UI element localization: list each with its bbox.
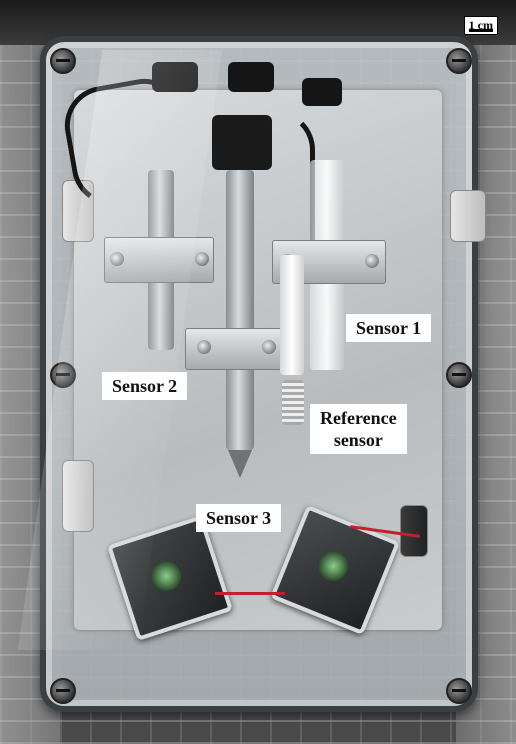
- label-sensor-2: Sensor 2: [102, 372, 188, 400]
- corner-screw: [50, 48, 76, 74]
- corner-screw: [50, 678, 76, 704]
- cable-connector: [228, 62, 274, 92]
- fan-hub: [313, 546, 353, 586]
- label-reference-line2: sensor: [333, 430, 383, 450]
- middle-probe: [226, 170, 254, 450]
- bracket-bolt: [110, 252, 124, 266]
- bracket-bolt: [195, 252, 209, 266]
- probe-tip: [228, 450, 252, 478]
- bracket-bolt: [262, 340, 276, 354]
- scale-label: 1 cm: [468, 18, 493, 32]
- probe-head: [212, 115, 272, 170]
- label-reference-sensor: Reference sensor: [310, 404, 407, 454]
- scale-bar: 1 cm: [463, 16, 498, 35]
- scale-bar-line: [468, 29, 493, 32]
- reference-sensor-body: [280, 255, 304, 375]
- cable-gland: [62, 180, 94, 242]
- cable-connector: [302, 78, 342, 106]
- corner-screw: [446, 678, 472, 704]
- cable-gland: [450, 190, 486, 242]
- red-wire: [215, 592, 285, 595]
- label-sensor-1: Sensor 1: [346, 314, 432, 342]
- reference-sensor-grill: [282, 380, 304, 425]
- corner-screw: [446, 48, 472, 74]
- cable-gland: [400, 505, 428, 557]
- fan-hub: [147, 557, 186, 595]
- bracket-bolt: [197, 340, 211, 354]
- corner-screw: [446, 362, 472, 388]
- cable-gland: [62, 460, 94, 532]
- corner-screw: [50, 362, 76, 388]
- label-reference-line1: Reference: [320, 408, 397, 428]
- bracket-bolt: [365, 254, 379, 268]
- label-sensor-3: Sensor 3: [196, 504, 282, 532]
- cable-connector: [152, 62, 198, 92]
